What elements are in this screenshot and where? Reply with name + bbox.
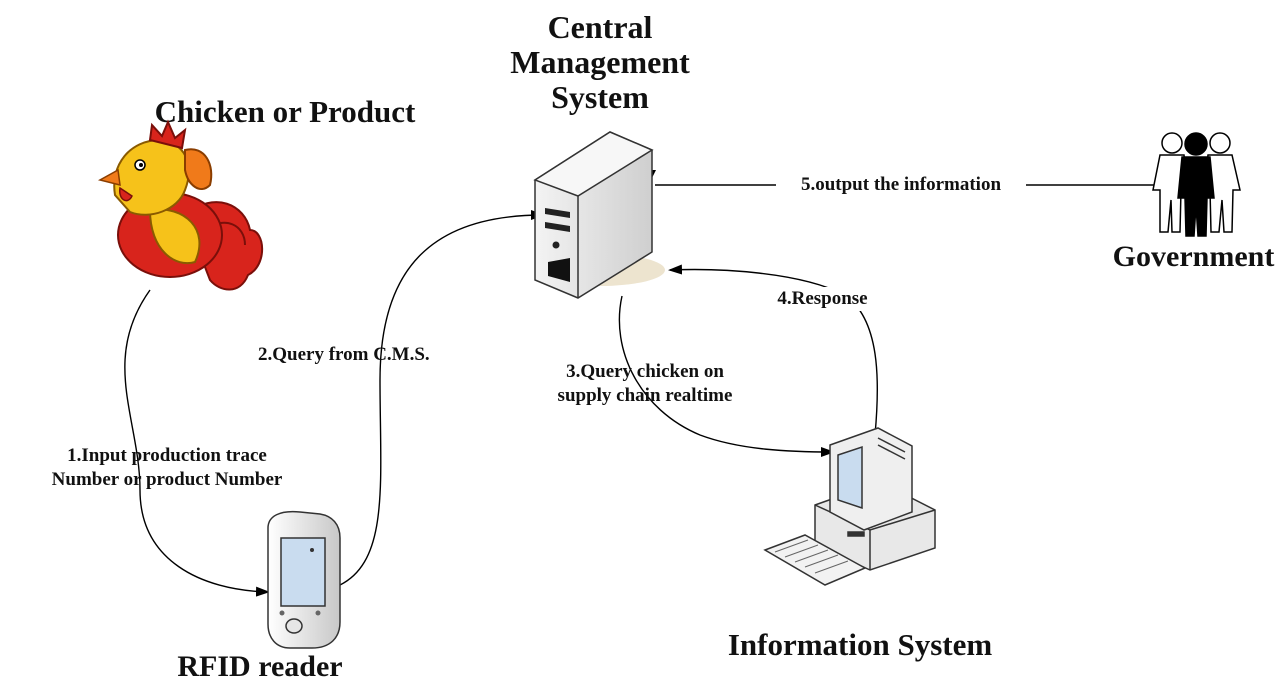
cms-title-line-3: System bbox=[551, 79, 649, 116]
cms-title-line-1: Central bbox=[547, 9, 653, 45]
edge-label-1: 1.Input production trace Number or produ… bbox=[22, 444, 312, 492]
chicken-icon bbox=[97, 119, 264, 291]
edge-label-2: 2.Query from C.M.S. bbox=[258, 344, 430, 365]
desktop-computer-icon bbox=[763, 427, 936, 586]
cms-title: Central Management System bbox=[500, 9, 700, 116]
edge-chicken-to-rfid bbox=[124, 289, 270, 597]
government-title: Government bbox=[1112, 240, 1275, 273]
edge-label-5: 5.output the information bbox=[776, 173, 1026, 197]
cms-title-line-2: Management bbox=[510, 44, 690, 81]
info-system-title: Information System bbox=[727, 627, 993, 662]
edge-label-1-line-1: 1.Input production trace bbox=[67, 445, 267, 466]
chicken-title: Chicken or Product bbox=[154, 94, 416, 129]
server-tower-icon bbox=[533, 131, 665, 299]
edge-rfid-to-cms bbox=[339, 210, 545, 586]
handheld-device-icon bbox=[267, 510, 341, 649]
edge-label-1-line-2: Number or product Number bbox=[51, 468, 283, 490]
edge-label-3-line-2: supply chain realtime bbox=[557, 384, 733, 406]
edge-label-3: 3.Query chicken on supply chain realtime bbox=[525, 360, 765, 408]
edge-label-4: 4.Response bbox=[760, 287, 885, 311]
people-group-icon bbox=[1152, 132, 1241, 237]
edge-cms-to-info bbox=[618, 295, 835, 457]
edge-label-3-line-1: 3.Query chicken on bbox=[566, 361, 724, 382]
rfid-title: RFID reader bbox=[177, 650, 343, 683]
